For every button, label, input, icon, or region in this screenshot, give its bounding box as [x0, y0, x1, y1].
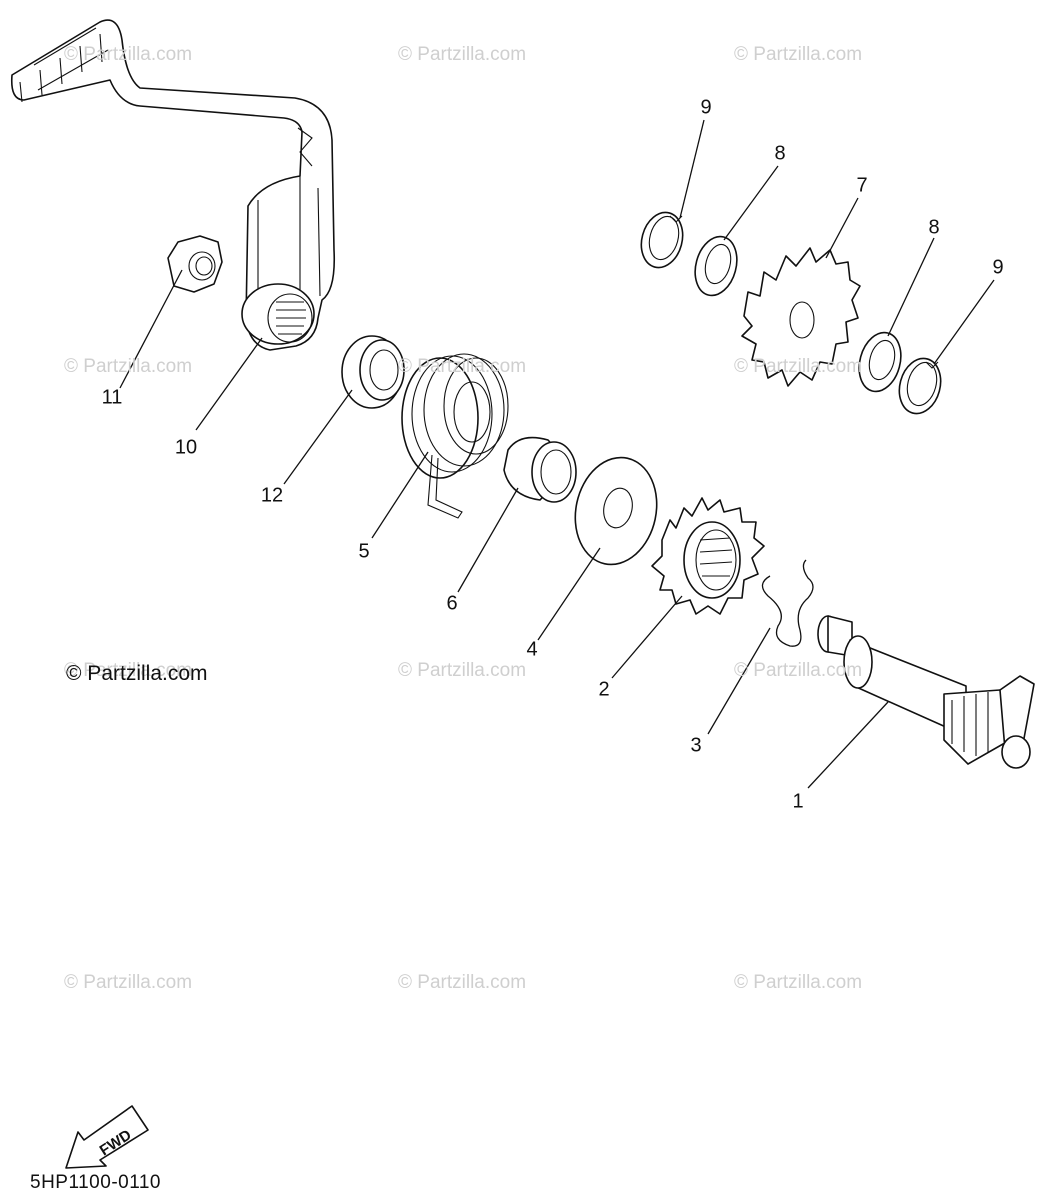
watermark: © Partzilla.com [64, 356, 193, 377]
kick-crank-part [10, 19, 336, 351]
watermark: © Partzilla.com [64, 660, 193, 681]
washer-8b-part [858, 331, 902, 393]
callout-5: 5 [358, 540, 370, 563]
washer-part [574, 456, 658, 566]
spring-guide-part [503, 436, 577, 503]
callout-9b: 9 [992, 256, 1004, 279]
callout-12: 12 [260, 484, 284, 507]
callout-8a: 8 [774, 142, 786, 165]
washer-8a-part [694, 235, 738, 297]
idler-gear-part [741, 247, 861, 387]
watermark: © Partzilla.com [398, 972, 527, 993]
callout-2: 2 [598, 678, 610, 701]
callout-3: 3 [690, 734, 702, 757]
watermark: © Partzilla.com [398, 356, 527, 377]
watermark: © Partzilla.com [398, 44, 527, 65]
watermark: © Partzilla.com [734, 356, 863, 377]
watermark: © Partzilla.com [734, 972, 863, 993]
clip-part [761, 559, 814, 647]
callout-10: 10 [174, 436, 198, 459]
callout-8b: 8 [928, 216, 940, 239]
callout-11: 11 [101, 386, 123, 409]
circlip-9a-part [640, 211, 684, 269]
leader-lines [119, 119, 995, 789]
oil-seal-part [341, 335, 405, 409]
callout-9a: 9 [700, 96, 712, 119]
kick-axle-part [817, 615, 1035, 769]
circlip-9b-part [898, 357, 942, 415]
callout-4: 4 [526, 638, 538, 661]
callout-1: 1 [792, 790, 804, 813]
watermark: © Partzilla.com [734, 660, 863, 681]
watermark: © Partzilla.com [398, 660, 527, 681]
fwd-arrow: FWD [65, 1105, 149, 1169]
kick-gear-part [651, 497, 765, 615]
copyright-notice: © Partzilla.com [66, 662, 208, 685]
watermark: © Partzilla.com [64, 44, 193, 65]
callout-7: 7 [856, 174, 868, 197]
watermark: © Partzilla.com [734, 44, 863, 65]
watermark: © Partzilla.com [64, 972, 193, 993]
nut-part [167, 235, 223, 293]
callout-6: 6 [446, 592, 458, 615]
diagram-code: 5HP1100-0110 [30, 1172, 162, 1193]
torsion-spring-part [401, 353, 509, 519]
